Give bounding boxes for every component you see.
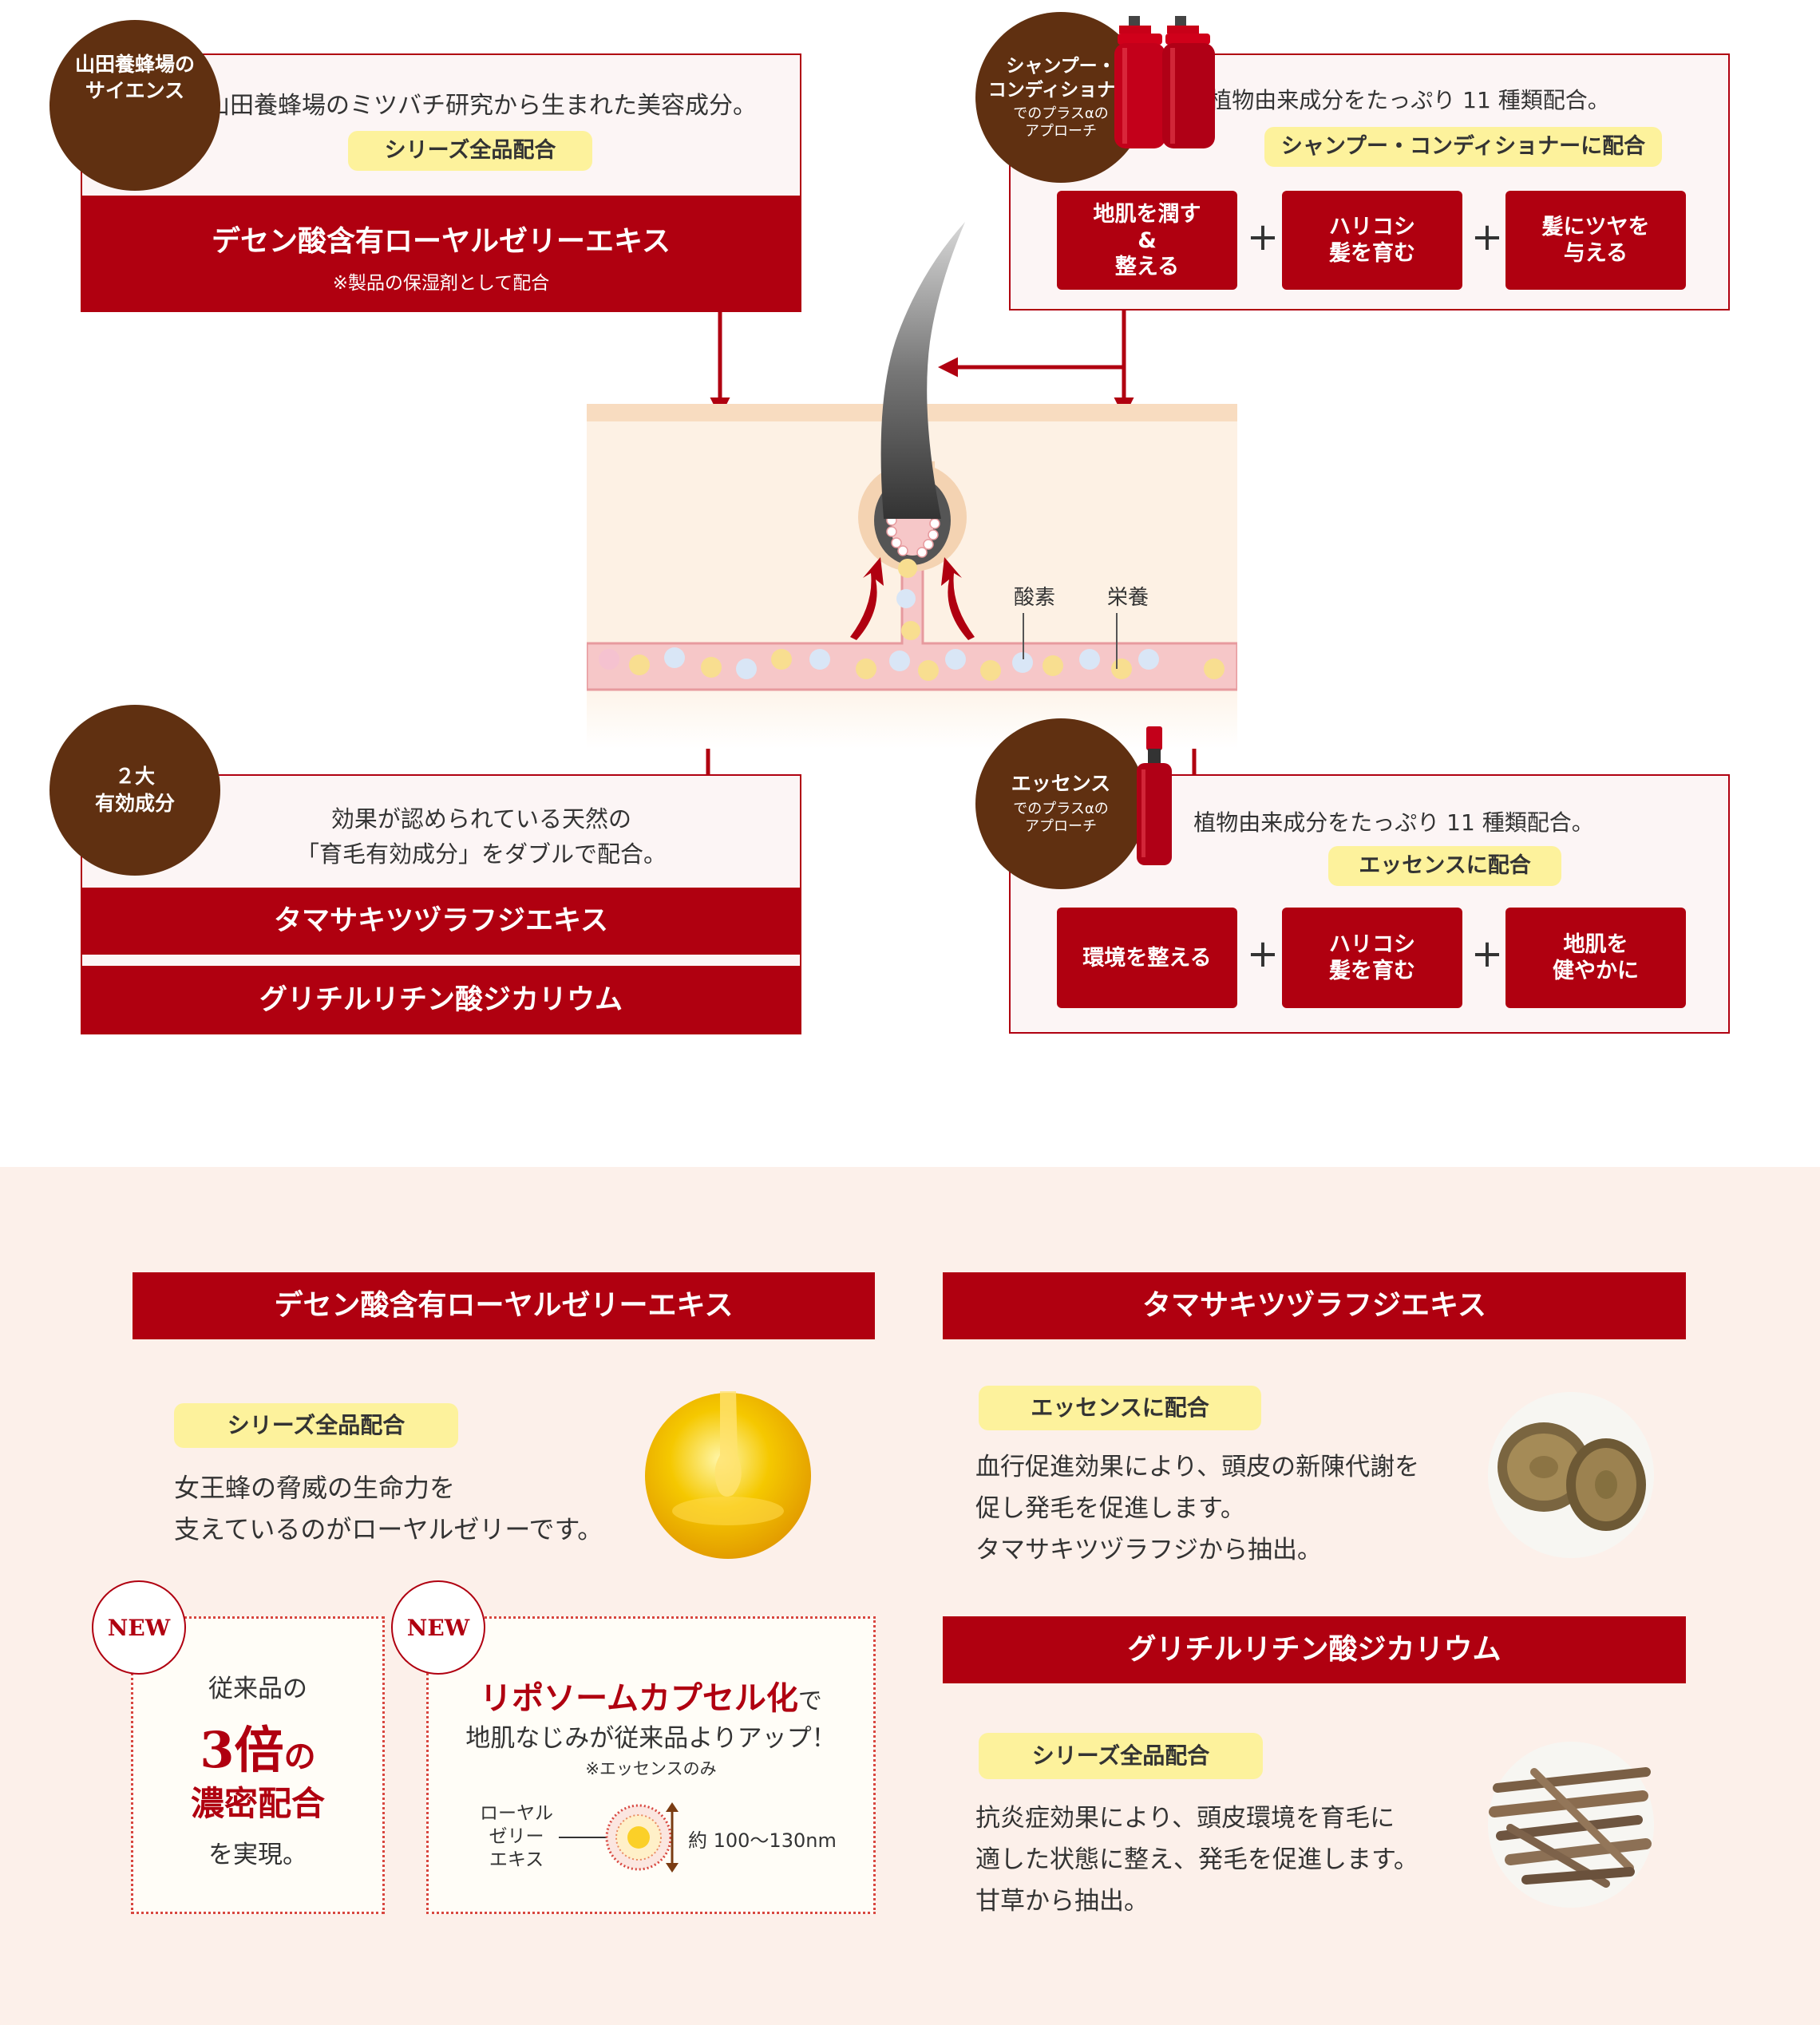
plus-sign: + xyxy=(1246,931,1280,976)
shampoo-bottles-icon xyxy=(1114,16,1215,148)
rj-title-bar: デセン酸含有ローヤルゼリーエキス xyxy=(133,1272,875,1339)
card1-line2: を実現。 xyxy=(208,1841,307,1869)
card1-emphasis: 濃密配合 xyxy=(190,1784,325,1823)
effect-body: ハリコシ 髪を育む xyxy=(1282,908,1462,1008)
science-ingredient-bar: デセン酸含有ローヤルゼリーエキス ※製品の保湿剤として配合 xyxy=(81,196,801,312)
science-badge: 山田養蜂場の サイエンス xyxy=(49,20,220,191)
new-badge: NEW xyxy=(391,1580,485,1675)
plus-sign: + xyxy=(1470,215,1504,259)
science-box: 山田養蜂場のミツバチ研究から生まれた美容成分。 シリーズ全品配合 デセン酸含有ロ… xyxy=(81,53,801,312)
science-ingredient: デセン酸含有ローヤルゼリーエキス xyxy=(212,225,671,258)
gly-tag: シリーズ全品配合 xyxy=(979,1733,1263,1779)
card2-note: ※エッセンスのみ xyxy=(585,1759,717,1778)
card2-size: 約 100〜130nm xyxy=(688,1829,837,1852)
size-arrow-icon xyxy=(666,1802,679,1873)
essence-description: 植物由来成分をたっぷり 11 種類配合。 xyxy=(1193,809,1594,836)
card2-label: ローヤル ゼリー エキス xyxy=(480,1803,553,1870)
effect-environment: 環境を整える xyxy=(1057,908,1237,1008)
ingredient1-bar: タマサキツヅラフジエキス xyxy=(81,888,801,955)
science-description: 山田養蜂場のミツバチ研究から生まれた美容成分。 xyxy=(206,92,757,120)
science-tag: シリーズ全品配合 xyxy=(348,131,592,171)
plus-sign: + xyxy=(1470,931,1504,976)
essence-box: 植物由来成分をたっぷり 11 種類配合。 エッセンスに配合 環境を整える + ハ… xyxy=(1009,774,1730,1034)
nutrient-arrows xyxy=(850,557,975,640)
hair-shaft xyxy=(880,222,965,519)
active-ingredients-box: 効果が認められている天然の 「育毛有効成分」をダブルで配合。 タマサキツヅラフジ… xyxy=(81,774,801,1034)
card1-big-value: 3倍 xyxy=(200,1721,284,1779)
tama-text: 血行促進効果により、頭皮の新陳代謝を 促し発毛を促進します。 タマサキツヅラフジ… xyxy=(975,1453,1420,1564)
card1-no: の xyxy=(283,1738,316,1775)
new-badge: NEW xyxy=(92,1580,186,1675)
gly-title-bar: グリチルリチン酸ジカリウム xyxy=(943,1616,1686,1683)
rj-tag: シリーズ全品配合 xyxy=(174,1403,458,1448)
card2-de: で xyxy=(797,1687,822,1715)
card2-title: リポソームカプセル化で xyxy=(426,1672,876,1718)
tama-tag: エッセンスに配合 xyxy=(979,1386,1261,1430)
royal-jelly-drop-image xyxy=(645,1391,811,1559)
shampoo-badge: シャンプー・ コンディショナー でのプラスαの アプローチ xyxy=(975,12,1146,183)
card1-big: 3倍の xyxy=(131,1710,385,1782)
essence-tag: エッセンスに配合 xyxy=(1328,846,1561,886)
licorice-root-image xyxy=(1488,1742,1654,1908)
effect-body: ハリコシ 髪を育む xyxy=(1282,191,1462,290)
oxygen-label: 酸素 xyxy=(1014,586,1056,610)
essence-bottle-icon xyxy=(1137,726,1172,865)
shampoo-tag: シャンプー・コンディショナーに配合 xyxy=(1264,127,1662,167)
science-note: ※製品の保湿剤として配合 xyxy=(332,273,550,294)
scalp-illustration xyxy=(587,222,1237,749)
gly-text: 抗炎症効果により、頭皮環境を育毛に 適した状態に整え、発毛を促進します。 甘草か… xyxy=(975,1804,1418,1916)
nutrition-label: 栄養 xyxy=(1107,586,1149,610)
active-badge: ２大 有効成分 xyxy=(49,705,220,876)
essence-badge: エッセンス でのプラスαの アプローチ xyxy=(975,718,1146,889)
effect-shine: 髪にツヤを 与える xyxy=(1505,191,1686,290)
card2-title-text: リポソームカプセル化 xyxy=(480,1679,798,1717)
liposome-capsule-icon xyxy=(559,1804,672,1871)
plus-sign: + xyxy=(1246,215,1280,259)
rj-text: 女王蜂の脅威の生命力を 支えているのがローヤルゼリーです。 xyxy=(174,1473,603,1544)
tamasaki-root-image xyxy=(1488,1392,1654,1558)
effect-healthy-scalp: 地肌を 健やかに xyxy=(1505,908,1686,1008)
card2-line: 地肌なじみが従来品よりアップ！ xyxy=(465,1724,837,1753)
concentration-card xyxy=(131,1616,385,1914)
active-description: 効果が認められている天然の 「育毛有効成分」をダブルで配合。 xyxy=(295,805,667,868)
tama-title-bar: タマサキツヅラフジエキス xyxy=(943,1272,1686,1339)
ingredient2-bar: グリチルリチン酸ジカリウム xyxy=(81,966,801,1034)
effect-moisturize: 地肌を潤す & 整える xyxy=(1057,191,1237,290)
particles xyxy=(599,559,1225,681)
shampoo-description: 植物由来成分をたっぷり 11 種類配合。 xyxy=(1209,87,1610,113)
card1-line1: 従来品の xyxy=(208,1675,307,1703)
